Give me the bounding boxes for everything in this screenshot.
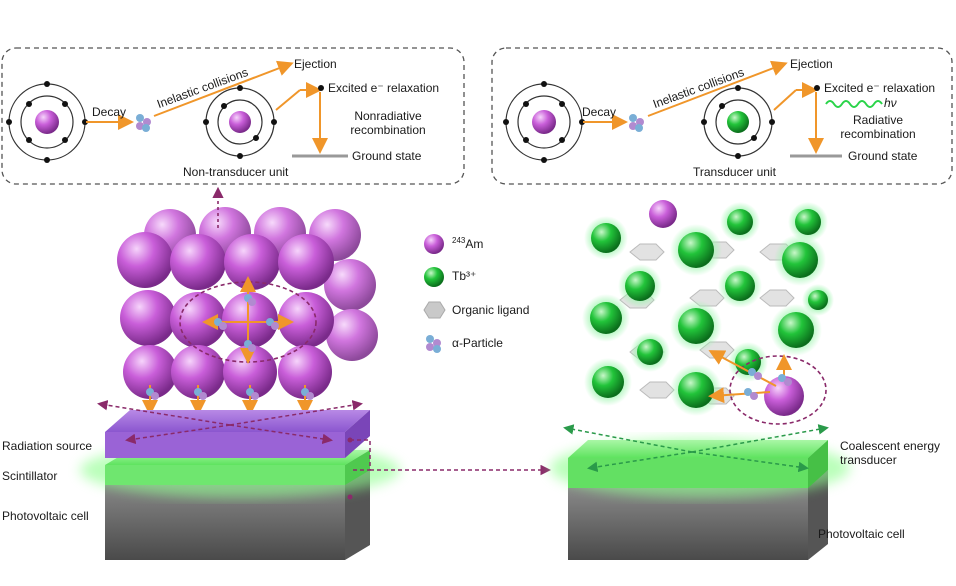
left-target-atom bbox=[203, 85, 277, 159]
left-alpha-icon bbox=[136, 114, 151, 132]
right-alpha-icon bbox=[629, 114, 644, 132]
photon-wave bbox=[825, 100, 883, 108]
right-source-atom bbox=[503, 81, 585, 163]
legend-icons bbox=[423, 234, 446, 353]
legend-ligand-hexagon-icon bbox=[423, 301, 446, 319]
legend-am-label: 243Am bbox=[452, 236, 484, 251]
right-layer-stack bbox=[550, 438, 850, 560]
right-ejection-label: Ejection bbox=[790, 57, 833, 71]
right-decay-label: Decay bbox=[582, 105, 617, 119]
left-layer-stack bbox=[80, 410, 400, 560]
transducer-label: Coalescent energy transducer bbox=[840, 439, 941, 467]
legend-ligand-label: Organic ligand bbox=[452, 303, 530, 317]
left-decay-label: Decay bbox=[92, 105, 127, 119]
legend-tb-sphere-icon bbox=[424, 267, 444, 287]
left-nonradiative-label: Nonradiative recombination bbox=[350, 109, 426, 137]
left-process-panel bbox=[1, 47, 465, 185]
right-photovoltaic-label: Photovoltaic cell bbox=[818, 527, 905, 541]
terbium-lattice bbox=[582, 200, 834, 425]
legend-alpha-label: α-Particle bbox=[452, 336, 503, 350]
right-excited-label: Excited e⁻ relaxation bbox=[824, 81, 936, 95]
right-radiative-label: Radiative recombination bbox=[840, 113, 916, 141]
scintillator-label: Scintillator bbox=[2, 469, 58, 483]
right-photon-label: hν bbox=[884, 96, 897, 110]
left-ground-label: Ground state bbox=[352, 149, 422, 163]
legend-am-sphere-icon bbox=[424, 234, 444, 254]
right-ground-label: Ground state bbox=[848, 149, 918, 163]
left-excited-label: Excited e⁻ relaxation bbox=[328, 81, 440, 95]
left-unit-label: Non-transducer unit bbox=[183, 165, 289, 179]
radiation-source-label: Radiation source bbox=[2, 439, 93, 453]
right-target-atom bbox=[701, 85, 775, 159]
right-unit-label: Transducer unit bbox=[693, 165, 776, 179]
left-photovoltaic-label: Photovoltaic cell bbox=[2, 509, 89, 523]
left-source-atom bbox=[6, 81, 88, 163]
right-process-panel bbox=[491, 47, 953, 185]
americium-lattice bbox=[117, 207, 378, 416]
left-ejection-label: Ejection bbox=[294, 57, 337, 71]
legend-alpha-icon bbox=[426, 335, 441, 353]
legend-tb-label: Tb³⁺ bbox=[452, 269, 477, 283]
